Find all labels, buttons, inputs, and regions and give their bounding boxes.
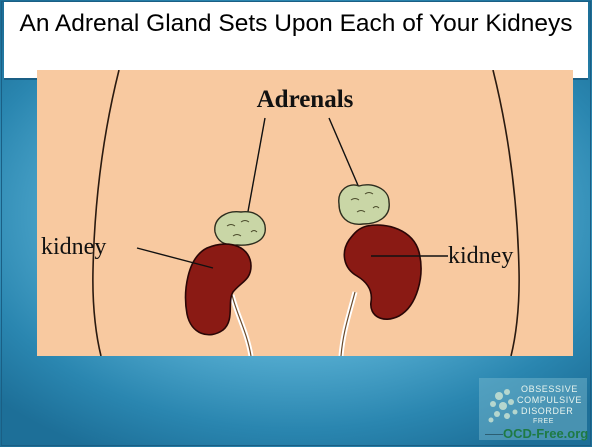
- adrenals-heading: Adrenals: [257, 86, 354, 113]
- ocd-free-logo: OBSESSIVE COMPULSIVE DISORDER FREE OCD-F…: [477, 376, 589, 444]
- logo-site-text: OCD-Free.org: [503, 427, 588, 441]
- title-box: An Adrenal Gland Sets Upon Each of Your …: [4, 2, 588, 80]
- right-adrenal-gland: [339, 185, 389, 224]
- right-kidney-label: kidney: [448, 243, 513, 269]
- diagram-svg: Adrenals kidney kidney: [37, 70, 573, 356]
- logo-line-2: COMPULSIVE: [517, 395, 582, 405]
- slide-title: An Adrenal Gland Sets Upon Each of Your …: [4, 8, 588, 40]
- logo-line-3: DISORDER: [521, 406, 573, 416]
- adrenal-kidney-diagram: Adrenals kidney kidney: [37, 70, 573, 356]
- logo-line-1: OBSESSIVE: [521, 384, 578, 394]
- left-kidney-label: kidney: [41, 234, 106, 260]
- left-adrenal-gland: [215, 212, 265, 245]
- logo-dash: [485, 434, 503, 435]
